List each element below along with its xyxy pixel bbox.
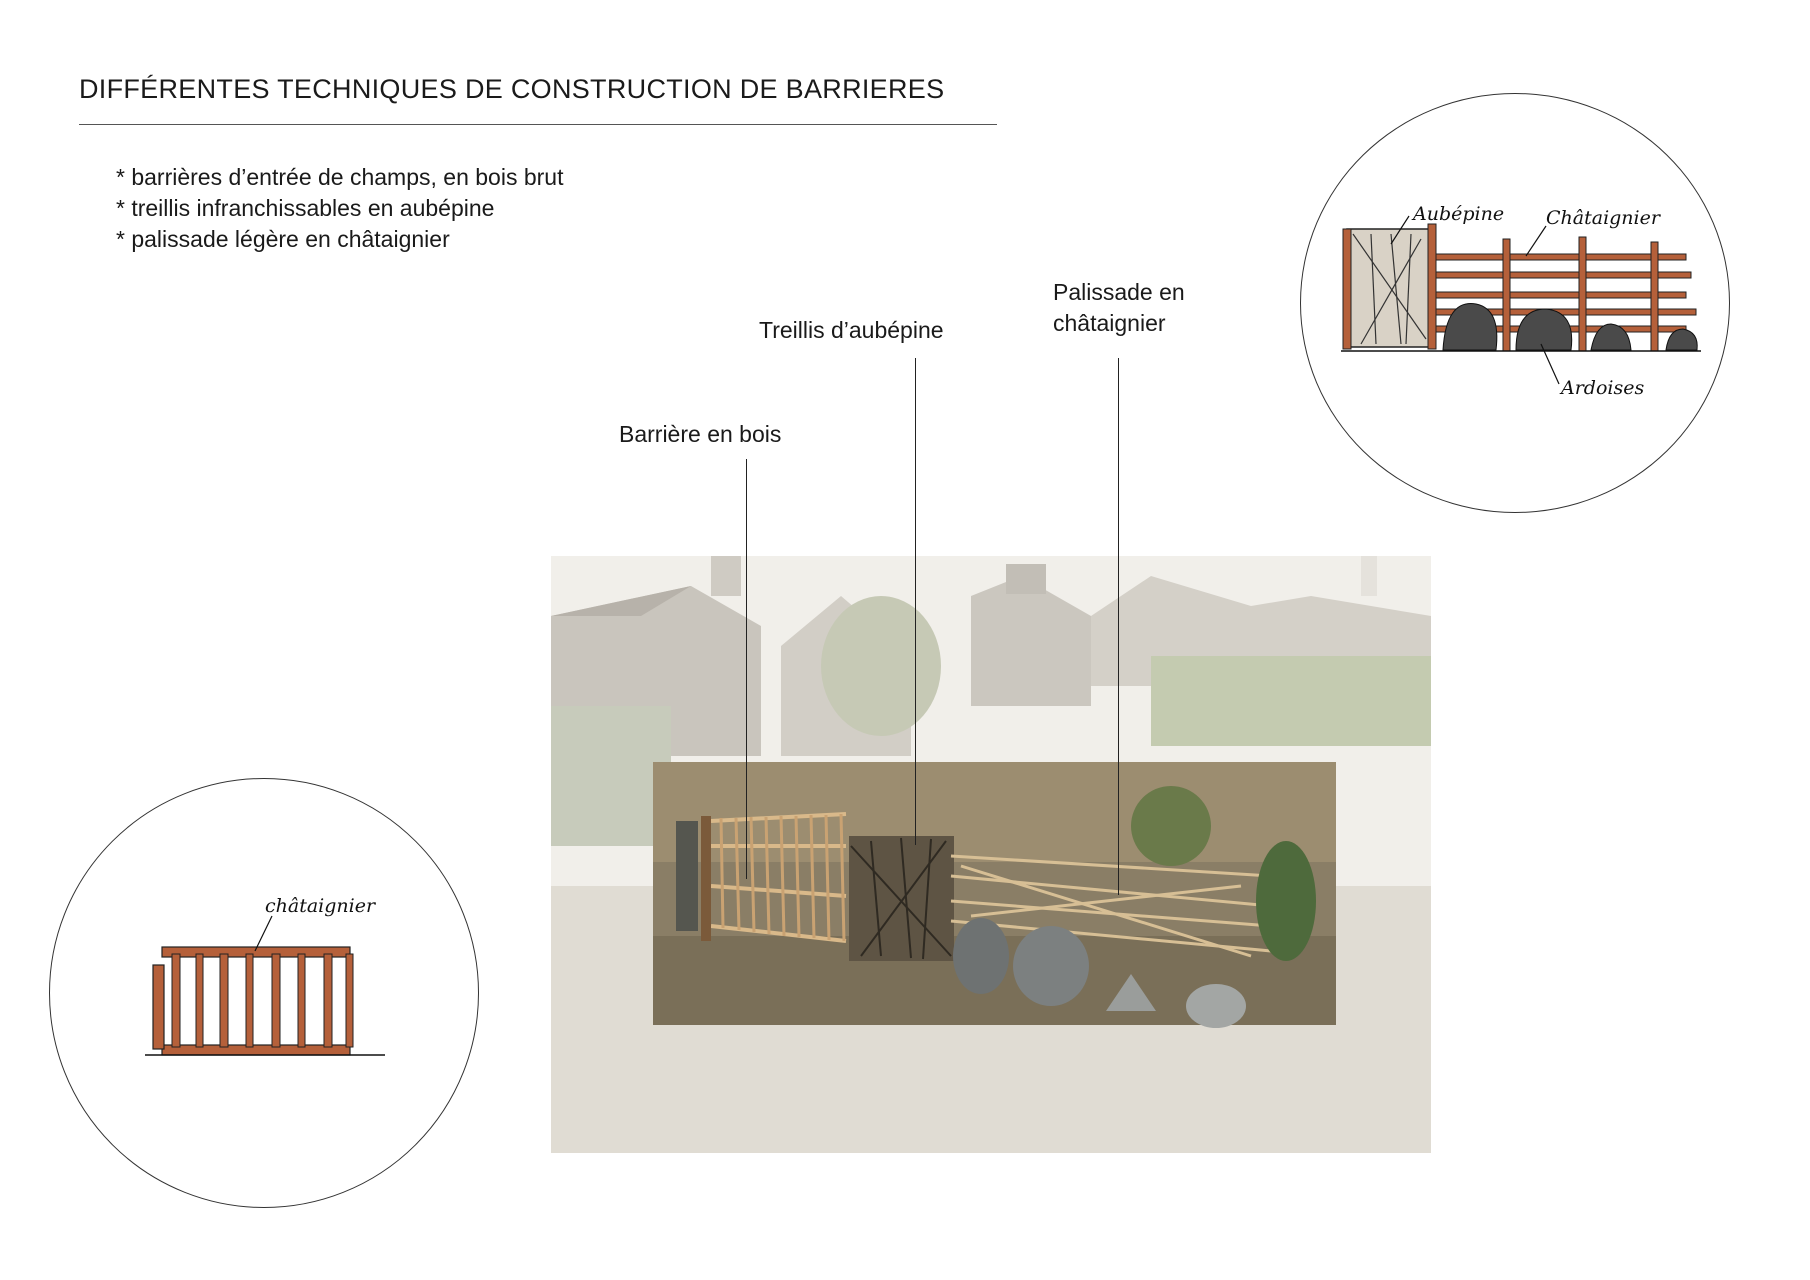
sketch-circle-trellis: Aubépine Châtaignier Ardoises [1300, 93, 1730, 513]
callout-label-barriere: Barrière en bois [619, 421, 782, 447]
sketch-label-aubepine: Aubépine [1411, 203, 1504, 225]
sketch-label-chataignier: Châtaignier [1546, 207, 1662, 229]
sketch-circle-barrier: châtaignier [49, 778, 479, 1208]
page-title: DIFFÉRENTES TECHNIQUES DE CONSTRUCTION D… [79, 74, 945, 104]
trellis-sketch: Aubépine Châtaignier Ardoises [1341, 203, 1701, 399]
sketch-label-ardoises: Ardoises [1559, 377, 1644, 399]
fence-photo [551, 556, 1431, 1153]
callout-line-barriere [746, 459, 747, 879]
barrier-sketch: châtaignier [145, 895, 385, 1056]
callout-label-palissade-line2: châtaignier [1053, 310, 1166, 336]
fence-photo-illustration [551, 556, 1431, 1153]
callout-label-treillis: Treillis d’aubépine [759, 317, 944, 343]
title-divider [79, 124, 997, 125]
list-item: treillis infranchissables en aubépine [116, 193, 563, 224]
callout-line-palissade [1118, 358, 1119, 895]
list-item: palissade légère en châtaignier [116, 224, 563, 255]
callout-label-palissade: Palissade en châtaignier [1053, 277, 1185, 339]
technique-list: barrières d’entrée de champs, en bois br… [116, 162, 563, 255]
callout-line-treillis [915, 358, 916, 845]
callout-label-palissade-line1: Palissade en [1053, 279, 1185, 305]
list-item: barrières d’entrée de champs, en bois br… [116, 162, 563, 193]
sketch-label-chataignier: châtaignier [265, 895, 377, 917]
